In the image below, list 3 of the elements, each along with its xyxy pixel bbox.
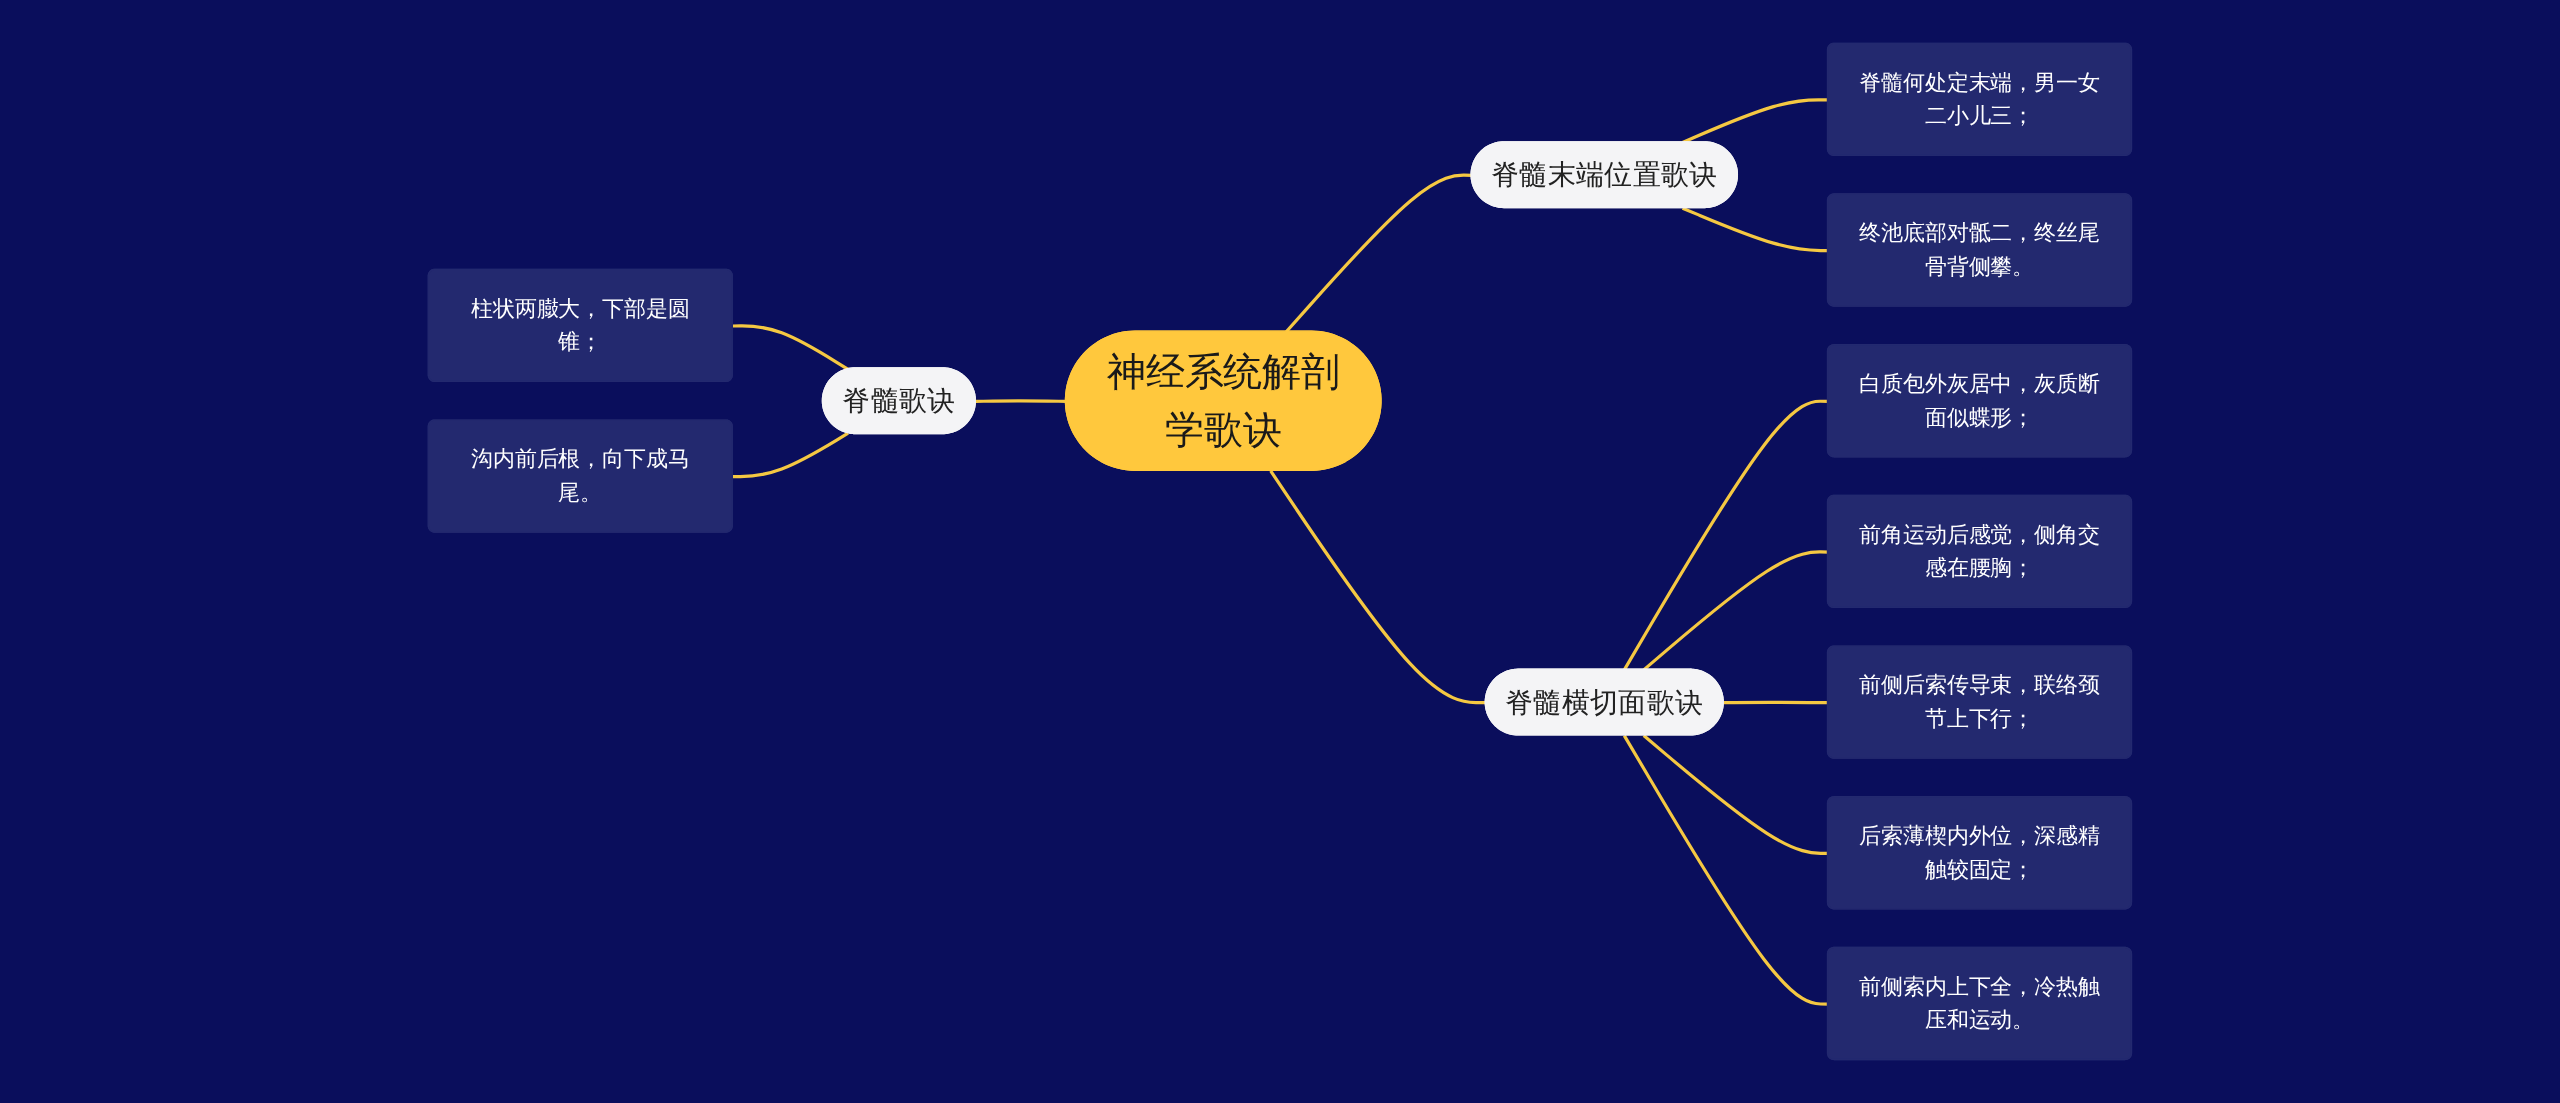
- connector: [733, 324, 850, 371]
- connector: [1285, 173, 1472, 333]
- connector: [733, 431, 849, 479]
